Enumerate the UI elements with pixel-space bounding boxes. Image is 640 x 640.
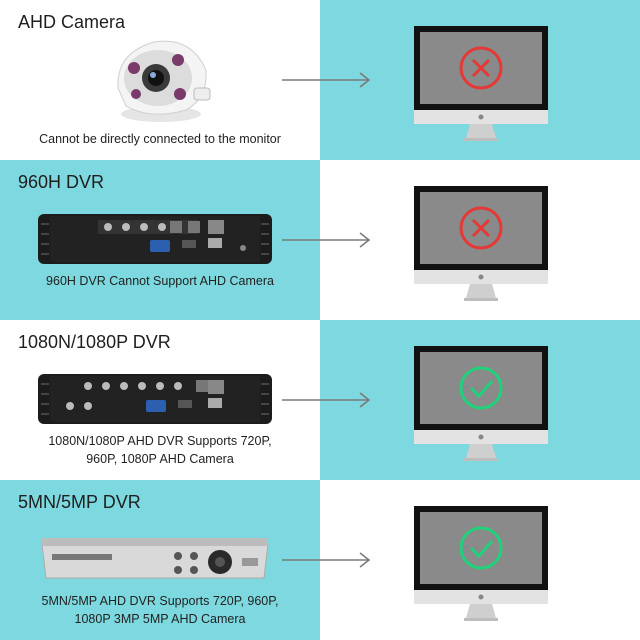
row-title: 5MN/5MP DVR [18,492,141,512]
row-caption: 5MN/5MP AHD DVR Supports 720P, 960P, 108… [41,594,279,626]
check-circle-icon [459,366,503,410]
row-title: AHD Camera [18,12,126,32]
product-panel: 1080N/1080P DVR 1080N/1080P AHD DVR Supp… [0,320,320,480]
row-caption: 960H DVR Cannot Support AHD Camera [46,274,274,288]
dvr-960h-image [38,214,272,264]
x-circle-icon [459,46,503,90]
row-title: 960H DVR [18,172,105,192]
dvr-1080p-image [38,374,272,424]
row-caption: 1080N/1080P AHD DVR Supports 720P, 960P,… [48,434,272,466]
product-panel: 5MN/5MP DVR 5MN/5MP AHD DVR Supports 720… [0,480,320,640]
product-panel: 960H DVR 960H DVR Cannot Support AHD Cam… [0,160,320,320]
dvr-5mp-image [41,538,269,579]
arrow-right-icon [282,232,371,248]
row-caption: Cannot be directly connected to the moni… [39,132,281,146]
monitor-image [414,506,548,621]
product-panel: AHD Camera Cannot be directly connected … [0,0,320,160]
monitor-image [414,186,548,301]
check-circle-icon [459,526,503,570]
monitor-image [414,346,548,461]
arrow-right-icon [282,552,371,568]
arrow-right-icon [282,392,371,408]
x-circle-icon [459,206,503,250]
row-5mp-dvr: 5MN/5MP DVR 5MN/5MP AHD DVR Supports 720… [0,480,640,640]
monitor-image [414,26,548,141]
dome-camera-image [117,40,211,122]
row-title: 1080N/1080P DVR [18,332,171,352]
arrow-right-icon [282,72,371,88]
